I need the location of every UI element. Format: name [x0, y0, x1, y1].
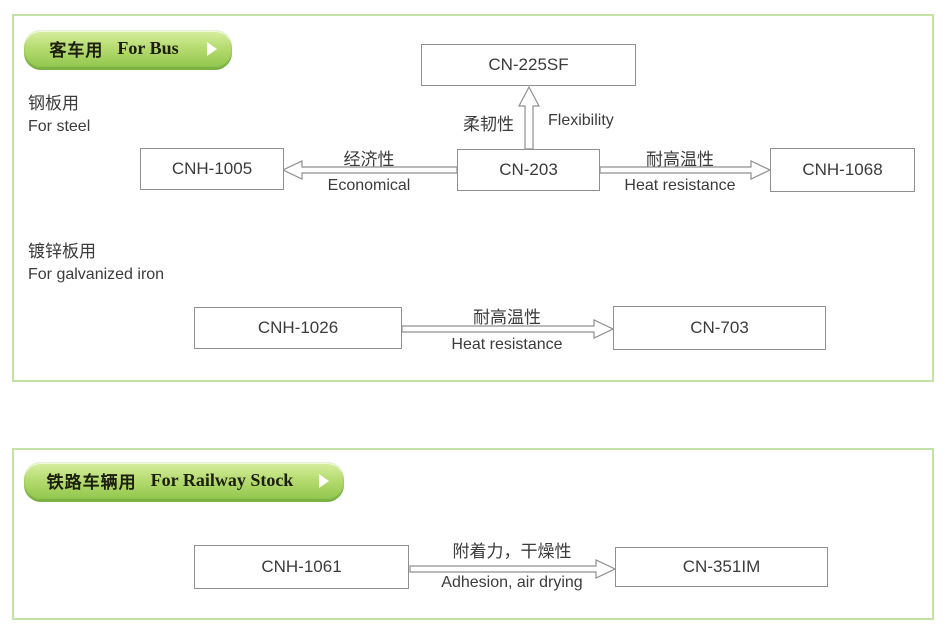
- product-label: CN-225SF: [488, 55, 569, 74]
- product-label: CN-203: [499, 160, 558, 179]
- product-box-cnh-1026: CNH-1026: [194, 307, 402, 349]
- for-railway-stock-button[interactable]: 铁路车辆用 For Railway Stock: [24, 462, 344, 499]
- arrow-label-heat-resistance-steel-en: Heat resistance: [624, 177, 736, 194]
- panel-for-railway-stock: 铁路车辆用 For Railway Stock CNH-1061 CN-351I…: [12, 448, 934, 620]
- product-label: CNH-1061: [261, 557, 342, 576]
- product-box-cn-225sf: CN-225SF: [421, 44, 636, 86]
- group-label-steel-zh: 钢板用: [28, 94, 79, 113]
- product-box-cn-351im: CN-351IM: [615, 547, 828, 587]
- product-box-cnh-1068: CNH-1068: [770, 148, 915, 192]
- for-bus-button[interactable]: 客车用 For Bus: [24, 30, 232, 67]
- product-label: CNH-1068: [802, 160, 883, 179]
- product-label: CN-351IM: [682, 557, 761, 576]
- arrow-label-flexibility-en: Flexibility: [548, 112, 614, 129]
- group-label-galvanized-zh: 镀锌板用: [28, 242, 96, 261]
- arrow-label-heat-resistance-steel-zh: 耐高温性: [646, 150, 714, 169]
- arrow-label-heat-resistance-galv-en: Heat resistance: [451, 336, 563, 353]
- product-label: CNH-1005: [171, 159, 253, 178]
- arrow-label-economical-zh: 经济性: [343, 150, 395, 169]
- panel-for-bus: 客车用 For Bus 钢板用 For steel 镀锌板用 For galva…: [12, 14, 934, 382]
- product-label: CN-703: [690, 318, 749, 337]
- arrow-label-adhesion-en: Adhesion, air drying: [441, 574, 583, 591]
- group-label-steel-en: For steel: [28, 118, 91, 135]
- play-icon: [207, 41, 217, 56]
- group-label-galvanized: 镀锌板用 For galvanized iron: [28, 240, 164, 286]
- product-box-cn-203: CN-203: [457, 149, 600, 191]
- product-label: CNH-1026: [257, 318, 339, 337]
- arrow-label-flexibility-zh: 柔韧性: [463, 115, 514, 134]
- group-label-galvanized-en: For galvanized iron: [28, 266, 165, 283]
- product-box-cnh-1061: CNH-1061: [194, 545, 409, 589]
- arrow-label-economical-en: Economical: [327, 177, 411, 194]
- for-bus-button-label-en: For Bus: [117, 38, 179, 58]
- product-box-cnh-1005: CNH-1005: [140, 148, 284, 190]
- play-icon: [319, 473, 329, 488]
- for-bus-button-label-zh: 客车用: [49, 41, 104, 60]
- arrow-up-flexibility: [518, 85, 540, 150]
- group-label-steel: 钢板用 For steel: [28, 92, 90, 138]
- arrow-label-adhesion-zh: 附着力，干燥性: [452, 542, 572, 561]
- arrow-label-heat-resistance-galv-zh: 耐高温性: [473, 308, 541, 327]
- for-railway-button-label-en: For Railway Stock: [150, 470, 294, 490]
- for-railway-button-label-zh: 铁路车辆用: [46, 473, 137, 492]
- product-box-cn-703: CN-703: [613, 306, 826, 350]
